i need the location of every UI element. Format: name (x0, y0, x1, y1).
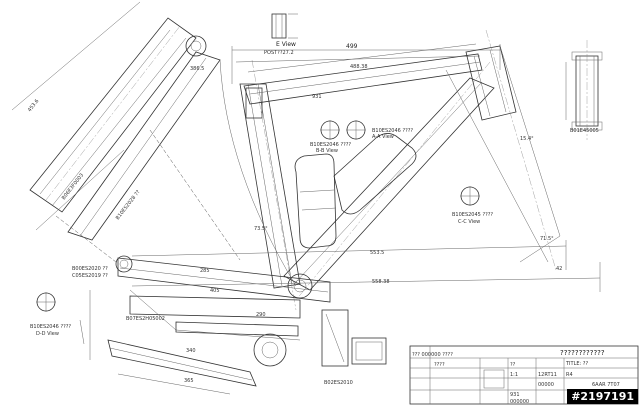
title-block (409, 345, 639, 405)
dim-wheelbase: 558.38 (372, 279, 390, 285)
head-tube-part: B01E45005 (570, 128, 599, 134)
title-block-number: ?? (510, 362, 516, 368)
dim-top-length2: 488.38 (350, 64, 368, 70)
dim-stay2: 386.5 (190, 66, 204, 72)
d-view-title: D-D View (36, 331, 59, 337)
seat-tube (239, 59, 301, 311)
chain-stay (79, 257, 331, 395)
bb-part-1: B00ES2020 ?? (72, 266, 108, 272)
dimension-lines (55, 59, 601, 292)
b-view-title: B-B View (316, 148, 338, 154)
section-view-b (320, 120, 340, 140)
title-block-lower-note: ??? 000000 ???? (412, 352, 453, 358)
title-block-revision: R4 (566, 372, 573, 378)
title-block-part-code: 12RT11 (538, 372, 557, 378)
section-view-c (460, 186, 480, 206)
section-view-d (36, 292, 56, 312)
head-tube (445, 29, 561, 271)
dim-d6: 365 (184, 378, 194, 384)
e-view-title: E View (276, 41, 296, 48)
chain-stay-part: B07ES2H05002 (126, 316, 165, 322)
dim-d1: 931 (312, 94, 322, 100)
e-view-detail (271, 13, 298, 39)
head-tube-detail (565, 40, 603, 140)
bottom-box-part: B02ES2010 (324, 380, 353, 386)
seat-stay-left (11, 1, 207, 213)
dim-d2: 285 (200, 268, 210, 274)
dim-seat-stay: 453.6 (27, 98, 41, 113)
title-block-material: 931 (510, 392, 520, 398)
d-view-part: B10ES2046 ???? (30, 324, 71, 330)
bb-part-2: C05ES2019 ?? (72, 273, 108, 279)
water-bottle (294, 133, 417, 249)
dim-angle2: 15.4° (520, 136, 534, 142)
section-view-a (346, 120, 366, 140)
dim-angle4: 42 (556, 266, 562, 272)
e-view-sub: POST??27.2 (264, 50, 294, 56)
dim-d5: 290 (256, 312, 266, 318)
title-block-heading: ???????????? (560, 349, 605, 357)
dim-d3: 405 (210, 288, 220, 294)
b-view-part: B10ES2046 ???? (310, 142, 351, 148)
title-block-code: 000000 (510, 399, 529, 405)
dim-down-length: 553.5 (370, 250, 384, 256)
dim-top-length: 499 (346, 43, 358, 50)
seat-tube-top-part: B10ES2028 ?? (115, 189, 142, 221)
watermark: #2197191 (567, 389, 638, 404)
a-view-part: B10ES2046 ???? (372, 128, 413, 134)
dim-angle3: 71.5° (540, 236, 554, 242)
a-view-title: A-A View (372, 134, 394, 140)
c-view-title: C-C View (458, 219, 480, 225)
title-block-mid-code: 00000 (538, 382, 554, 388)
title-block-drawing-no: ???? (434, 362, 445, 368)
c-view-part: B10ES2045 ???? (452, 212, 493, 218)
bottom-box-detail (321, 309, 387, 367)
dim-d4: 340 (186, 348, 196, 354)
title-block-right-code: 6AAR 7T07 (592, 382, 620, 388)
bottom-bracket (115, 255, 313, 299)
seat-stay-part: B06E3F0003 (61, 173, 85, 202)
dim-angle1: 73.5° (254, 226, 268, 232)
title-block-title: TITLE: ?? (565, 361, 588, 367)
top-tube (231, 43, 501, 105)
title-block-scale: 1:1 (510, 372, 518, 378)
